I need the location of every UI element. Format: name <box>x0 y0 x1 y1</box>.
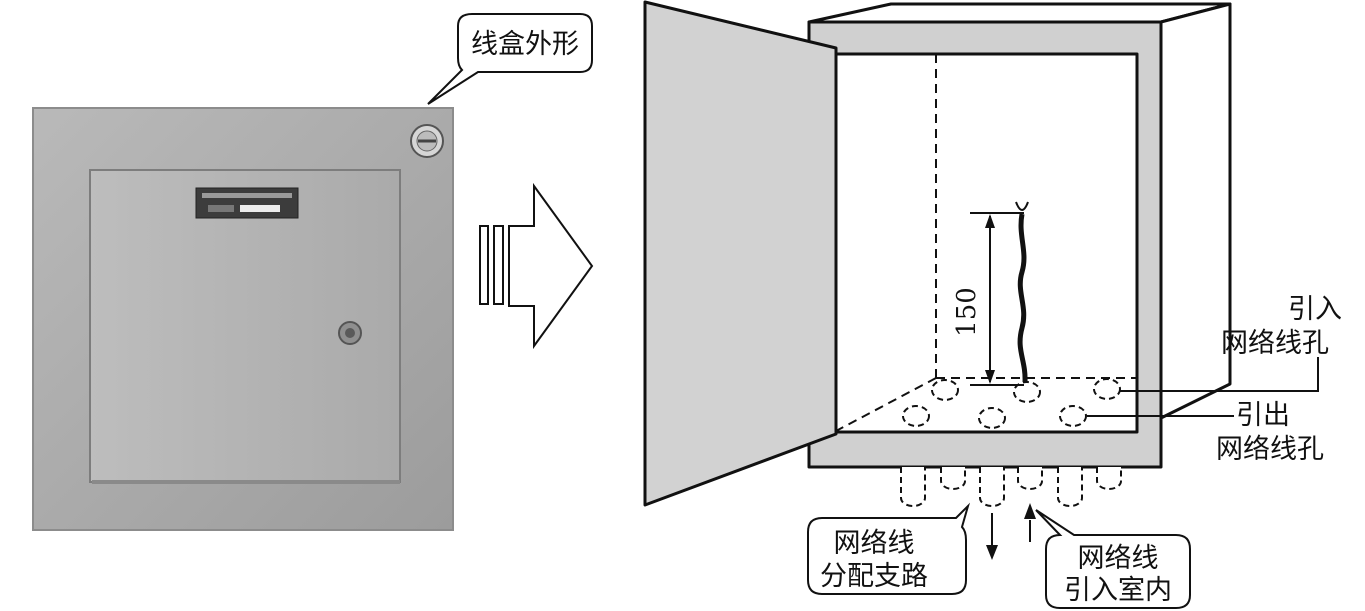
interior-hidden-lines <box>835 54 1137 432</box>
floor-hole <box>978 407 1006 429</box>
in-hole-label-line2: 网络线孔 <box>1221 328 1329 359</box>
in-hole-leader <box>1119 357 1319 392</box>
box-interior <box>832 52 1139 434</box>
in-hole-label-line1: 引入 <box>1288 294 1342 325</box>
screw-icon <box>410 124 444 158</box>
conduit-pipe <box>1096 467 1122 490</box>
floor-hole <box>931 379 959 401</box>
dimension-value: 150 <box>952 287 982 337</box>
conduit-pipe <box>979 467 1005 507</box>
right-arrow-icon <box>479 182 594 350</box>
network-cable <box>1015 201 1029 383</box>
out-hole-label-line2: 网络线孔 <box>1216 434 1324 465</box>
floor-hole <box>1059 405 1087 427</box>
box-shape-callout: 线盒外形 <box>427 13 593 105</box>
indoor-callout: 网络线 引入室内 <box>1035 509 1191 609</box>
dimension-150 <box>970 212 1024 386</box>
floor-hole <box>902 405 930 427</box>
box-photo <box>32 107 454 531</box>
branch-callout: 网络线 分配支路 <box>807 502 971 595</box>
box-door <box>643 0 838 507</box>
branch-label-line2: 分配支路 <box>820 561 928 592</box>
lock-icon <box>338 321 362 345</box>
conduit-pipe <box>940 467 966 490</box>
floor-hole <box>1093 378 1121 400</box>
floor-holes <box>902 378 1121 429</box>
box-shape-label: 线盒外形 <box>471 29 579 60</box>
indoor-label-line2: 引入室内 <box>1064 575 1172 606</box>
branch-label-line1: 网络线 <box>834 528 915 559</box>
indoor-label-line1: 网络线 <box>1078 543 1159 574</box>
open-box-drawing <box>807 2 1232 469</box>
conduits <box>900 467 1122 507</box>
cable-direction-arrows <box>986 503 1036 560</box>
conduit-pipe <box>1057 467 1083 507</box>
nameplate <box>195 187 299 219</box>
conduit-pipe <box>1017 467 1043 490</box>
out-hole-label-line1: 引出 <box>1236 400 1290 431</box>
box-right-face <box>1159 2 1232 420</box>
conduit-pipe <box>900 467 926 507</box>
